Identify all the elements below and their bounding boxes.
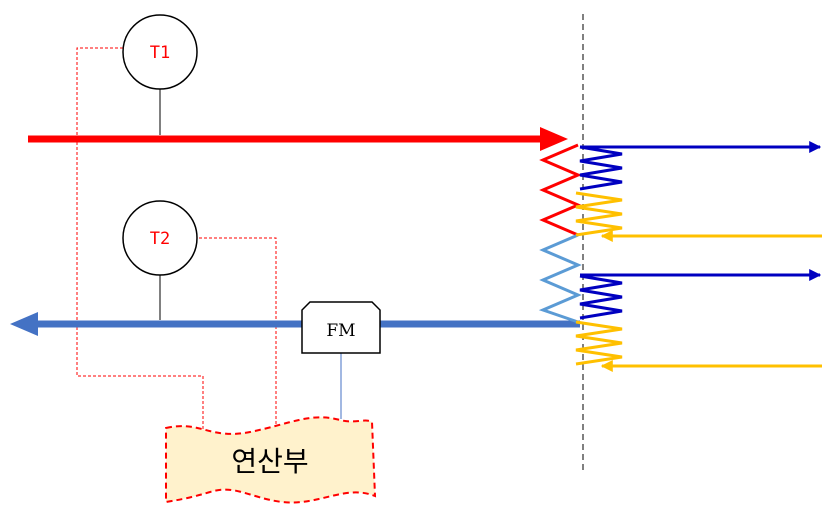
flow-meter <box>301 301 381 354</box>
calculator-unit <box>165 416 377 504</box>
upper-branch-coil <box>579 145 623 191</box>
upper-cold-coil <box>575 191 623 237</box>
return-coil <box>538 233 582 324</box>
t2-signal-line <box>199 237 277 424</box>
t1-signal-line <box>76 47 204 434</box>
t2-sensor <box>122 200 198 276</box>
calculator-label: 연산부 <box>231 445 308 478</box>
lower-branch-coil <box>579 274 623 320</box>
lower-cold-coil <box>575 320 623 366</box>
t2-label: T2 <box>150 229 170 249</box>
t1-label: T1 <box>150 43 170 63</box>
t1-sensor <box>122 14 198 90</box>
flow-meter-label: FM <box>326 321 355 341</box>
return-arrowhead <box>10 312 38 336</box>
supply-coil <box>539 143 582 237</box>
supply-arrowhead <box>540 127 568 151</box>
